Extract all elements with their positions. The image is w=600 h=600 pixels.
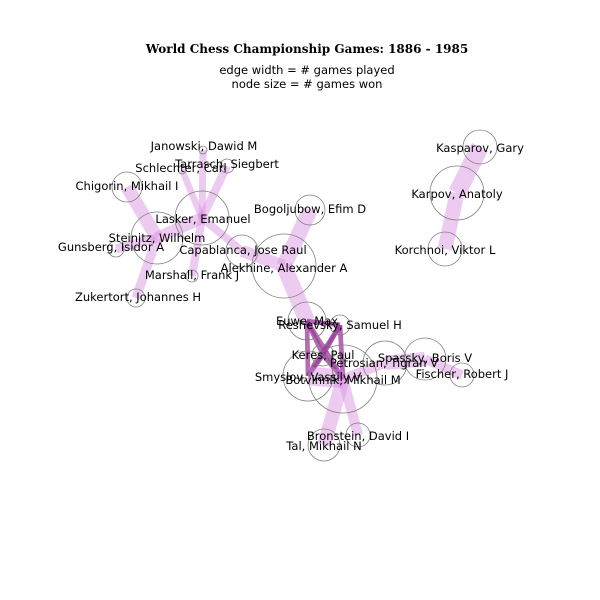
node-label-janowski: Janowski, Dawid M xyxy=(150,139,258,153)
edge-steinitz-chigorin xyxy=(121,183,163,242)
edge-lasker-schlechter xyxy=(178,168,206,220)
node-reshevsky xyxy=(329,314,351,336)
node-label-smyslov: Smyslov, Vassily V xyxy=(255,370,362,384)
node-label-schlechter: Schlechter, Carl xyxy=(135,161,226,175)
node-label-korchnoi: Korchnoi, Viktor L xyxy=(395,243,496,257)
node-bronstein xyxy=(345,422,371,448)
node-capablanca xyxy=(225,234,259,268)
node-fischer xyxy=(449,362,475,388)
node-spassky xyxy=(403,337,447,381)
edge-karpov-korchnoi xyxy=(437,191,465,251)
node-bogoljubow xyxy=(294,194,326,226)
edge-alekhine-euwe xyxy=(276,262,315,325)
node-zukertort xyxy=(126,288,146,308)
node-euwe xyxy=(287,301,327,341)
node-label-keres: Keres, Paul xyxy=(292,348,355,362)
edge-botvinnik-petrosian xyxy=(341,358,387,384)
node-label-bronstein: Bronstein, David I xyxy=(307,429,409,443)
node-label-lasker: Lasker, Emanuel xyxy=(155,212,250,226)
node-alekhine xyxy=(251,233,317,299)
node-gunsberg xyxy=(107,240,125,258)
node-steinitz xyxy=(130,211,184,265)
edge-steinitz-gunsberg xyxy=(114,233,159,254)
node-label-karpov: Karpov, Anatoly xyxy=(411,187,503,201)
edge-karpov-kasparov xyxy=(449,143,488,197)
graph-subtitle-edges: edge width = # games played xyxy=(219,63,394,77)
node-label-capablanca: Capablanca, Jose Raul xyxy=(179,243,306,257)
node-label-bogoljubow: Bogoljubow, Efim D xyxy=(254,202,366,216)
edge-euwe-reshevsky xyxy=(306,318,341,328)
node-label-marshall: Marshall, Frank J xyxy=(145,268,239,282)
node-schlechter xyxy=(177,165,187,175)
node-keres xyxy=(311,343,335,367)
node-janowski xyxy=(198,145,208,155)
node-chigorin xyxy=(111,171,143,203)
node-label-botvinnik: Botvinnik, Mikhail M xyxy=(285,373,400,387)
node-label-kasparov: Kasparov, Gary xyxy=(436,141,524,155)
node-label-spassky: Spassky, Boris V xyxy=(378,351,472,365)
node-lasker xyxy=(174,190,230,246)
node-tal xyxy=(307,428,341,462)
edge-alekhine-bogoljubow xyxy=(276,206,318,270)
node-marshall xyxy=(185,269,199,283)
node-layer xyxy=(107,129,498,462)
edge-petrosian-spassky xyxy=(384,351,426,371)
node-label-tal: Tal, Mikhail N xyxy=(285,439,361,453)
node-tarrasch xyxy=(219,158,235,174)
edge-spassky-fischer xyxy=(423,354,464,380)
edge-lasker-janowski xyxy=(198,149,207,219)
node-label-gunsberg: Gunsberg, Isidor A xyxy=(58,240,164,254)
node-label-alekhine: Alekhine, Alexander A xyxy=(221,261,348,275)
node-kasparov xyxy=(462,129,498,165)
edge-lasker-tarrasch xyxy=(198,164,231,220)
node-korchnoi xyxy=(427,231,463,267)
node-label-reshevsky: Reshevsky, Samuel H xyxy=(278,318,401,332)
edge-lasker-steinitz xyxy=(154,212,205,244)
graph-subtitle-nodes: node size = # games won xyxy=(232,77,383,91)
node-botvinnik xyxy=(308,344,378,414)
edge-lasker-capablanca xyxy=(199,214,245,255)
edge-botvinnik-smyslov xyxy=(307,366,344,389)
label-layer: Janowski, Dawid M Tarrasch, SiegbertSchle… xyxy=(58,139,524,453)
node-label-tarrasch: Tarrasch, Siegbert xyxy=(174,157,279,171)
graph-title: World Chess Championship Games: 1886 - 1… xyxy=(145,42,468,56)
edge-keres-smyslov xyxy=(306,353,325,378)
node-smyslov xyxy=(282,350,334,402)
edge-botvinnik-bronstein xyxy=(338,377,363,437)
node-label-zukertort: Zukertort, Johannes H xyxy=(75,290,201,304)
edge-capablanca-alekhine xyxy=(239,245,287,272)
node-karpov xyxy=(429,165,485,221)
edge-reshevsky-botvinnik xyxy=(337,324,346,380)
edge-lasker-marshall xyxy=(187,217,207,277)
node-label-euwe: Euwe, Max xyxy=(276,314,338,328)
node-petrosian xyxy=(362,340,408,386)
node-label-petrosian: Petrosian, Tigran V xyxy=(330,356,438,370)
edge-steinitz-zukertort xyxy=(131,236,162,300)
edge-euwe-smyslov xyxy=(304,320,311,377)
node-label-fischer: Fischer, Robert J xyxy=(416,367,509,381)
node-label-chigorin: Chigorin, Mikhail I xyxy=(76,179,179,193)
node-label-steinitz: Steinitz, Wilhelm xyxy=(109,231,206,245)
